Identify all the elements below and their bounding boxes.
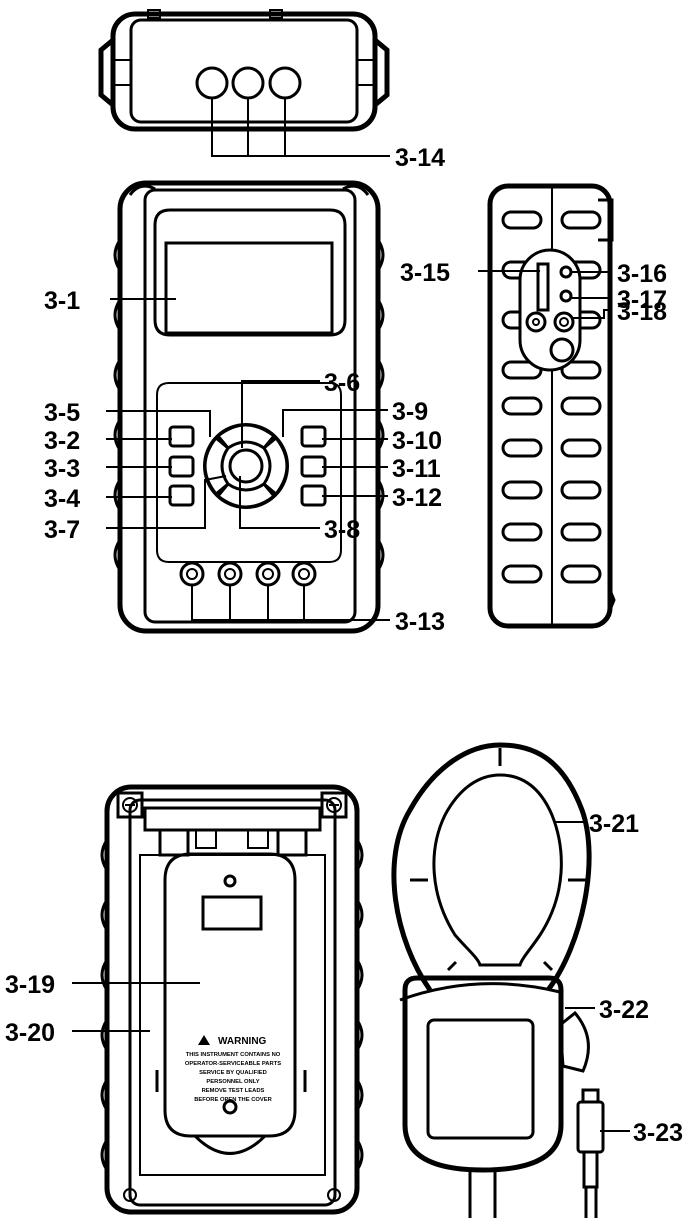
label-3-7: 3-7 — [44, 516, 80, 544]
label-3-11: 3-11 — [392, 455, 441, 483]
meter-top-view — [98, 9, 390, 157]
center-key — [228, 448, 264, 484]
lcd-display — [164, 241, 334, 335]
warning-line-3: SERVICE BY QUALIFIED — [199, 1070, 267, 1076]
warning-line-2: OPERATOR-SERVICEABLE PARTS — [185, 1061, 281, 1067]
label-3-19: 3-19 — [5, 971, 55, 999]
label-3-9: 3-9 — [392, 398, 428, 426]
label-3-3: 3-3 — [44, 455, 80, 483]
label-3-12: 3-12 — [392, 484, 442, 512]
sd-card-slot — [536, 262, 550, 312]
label-3-20: 3-20 — [5, 1019, 55, 1047]
key-right-2 — [300, 455, 327, 478]
label-window — [201, 895, 263, 931]
label-3-22: 3-22 — [599, 996, 649, 1024]
key-right-3 — [300, 484, 327, 507]
warning-line-4: PERSONNEL ONLY — [206, 1079, 259, 1085]
meter-front-view — [113, 180, 385, 634]
label-3-10: 3-10 — [392, 427, 442, 455]
warning-title: WARNING — [218, 1036, 267, 1047]
label-3-6: 3-6 — [324, 369, 360, 397]
top-jack-1 — [195, 66, 229, 100]
warning-line-5: REMOVE TEST LEADS — [202, 1088, 265, 1094]
label-3-13: 3-13 — [395, 608, 445, 636]
key-left-3 — [168, 484, 195, 507]
key-left-1 — [168, 425, 195, 448]
battery-cover — [163, 852, 297, 1138]
direction-pad — [203, 423, 289, 509]
label-3-23: 3-23 — [633, 1119, 683, 1147]
label-3-5: 3-5 — [44, 399, 80, 427]
label-3-4: 3-4 — [44, 485, 80, 513]
warning-line-1: THIS INSTRUMENT CONTAINS NO — [186, 1052, 281, 1058]
label-3-18: 3-18 — [617, 298, 667, 326]
top-jack-2 — [231, 66, 265, 100]
label-3-15: 3-15 — [400, 259, 450, 287]
meter-back-view: WARNING THIS INSTRUMENT CONTAINS NO OPER… — [100, 784, 364, 1215]
label-3-16: 3-16 — [617, 260, 667, 288]
current-clamp — [391, 742, 605, 1218]
label-3-14: 3-14 — [395, 144, 445, 172]
label-3-1: 3-1 — [44, 287, 80, 315]
key-right-1 — [300, 425, 327, 448]
warning-line-6: BEFORE OPEN THE COVER — [194, 1097, 272, 1103]
label-3-17: 3-17 — [617, 286, 667, 314]
label-3-21: 3-21 — [589, 810, 639, 838]
label-3-8: 3-8 — [324, 516, 360, 544]
top-jack-3 — [268, 66, 302, 100]
meter-side-view — [487, 183, 616, 629]
label-3-2: 3-2 — [44, 427, 80, 455]
key-left-2 — [168, 455, 195, 478]
